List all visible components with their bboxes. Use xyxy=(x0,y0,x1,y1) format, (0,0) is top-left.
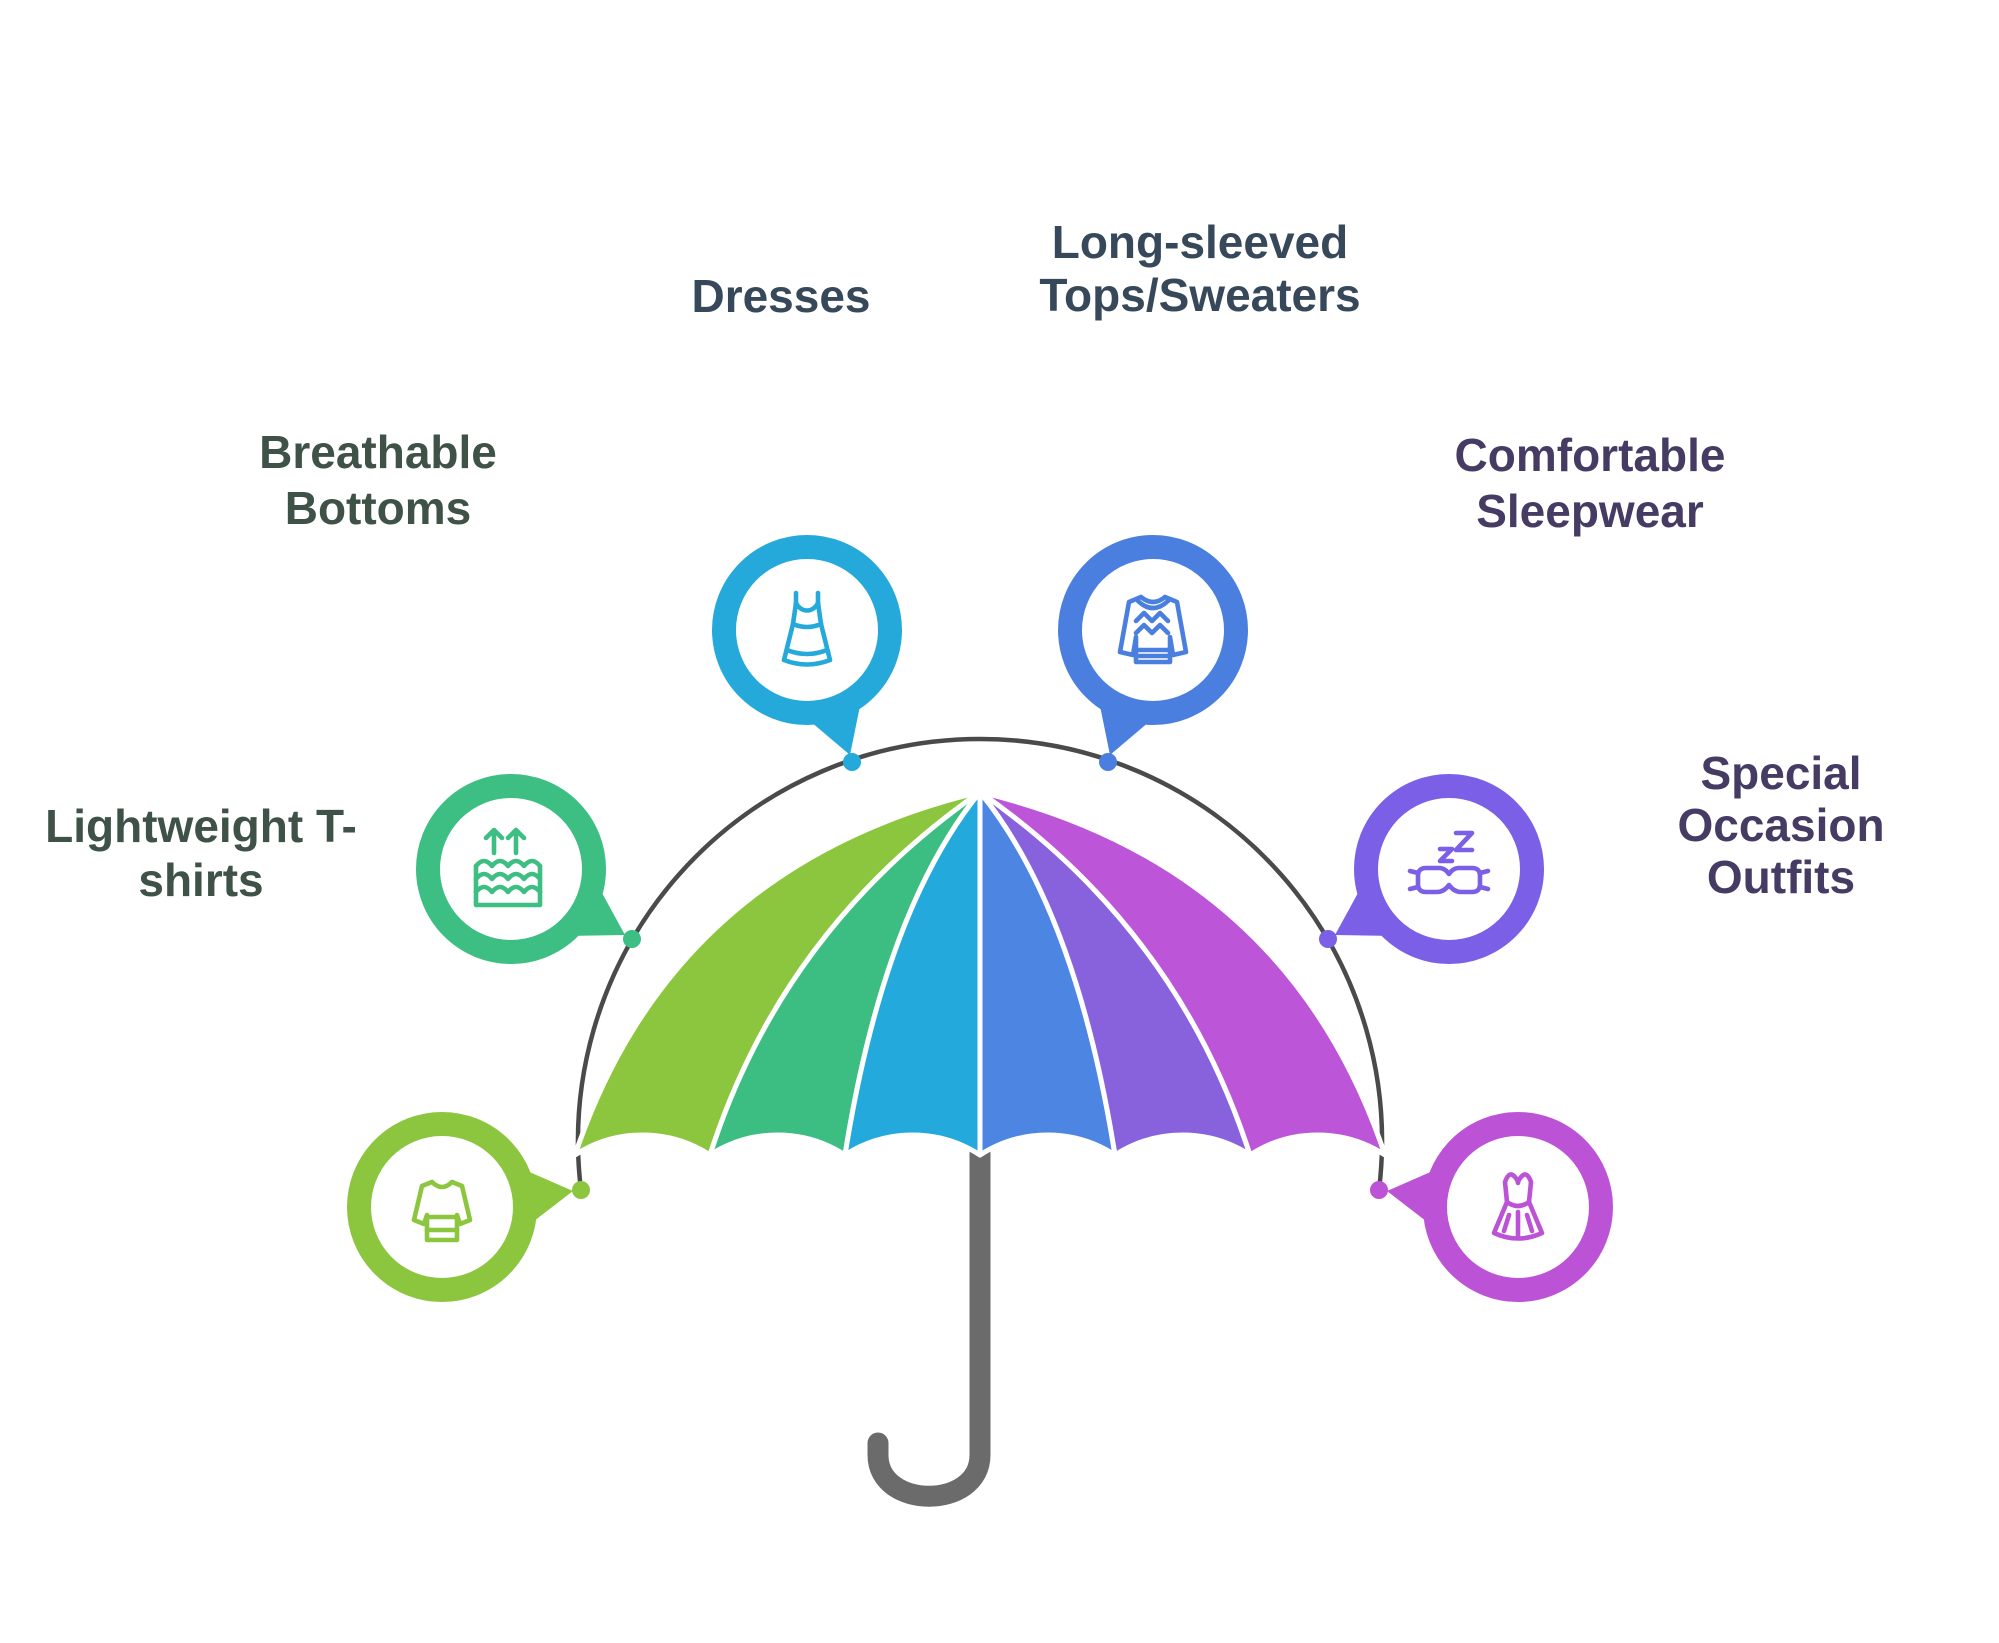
label-line: Special xyxy=(1700,747,1861,799)
dot-comfortable-sleepwear xyxy=(1319,930,1337,948)
label-line: shirts xyxy=(138,854,263,906)
umbrella-pole xyxy=(867,1139,991,1507)
bubble-lightweight-t-shirts xyxy=(347,1112,537,1302)
arc-dots xyxy=(572,753,1388,1199)
dot-breathable-bottoms xyxy=(623,930,641,948)
label-lightweight-t-shirts: Lightweight T- shirts xyxy=(45,800,357,906)
label-line: Sleepwear xyxy=(1476,485,1704,537)
bubble-comfortable-sleepwear xyxy=(1354,774,1544,964)
dress-icon xyxy=(781,590,833,667)
moisture-wicking-icon xyxy=(473,827,543,908)
dot-special-occasion xyxy=(1370,1181,1388,1199)
sleep-mask-icon xyxy=(1407,830,1491,895)
label-breathable-bottoms: Breathable Bottoms xyxy=(259,426,497,534)
label-comfortable-sleepwear: Comfortable Sleepwear xyxy=(1455,429,1726,537)
label-line: Comfortable xyxy=(1455,429,1726,481)
label-line: Bottoms xyxy=(285,482,472,534)
bubble-dresses xyxy=(712,535,902,725)
label-special-occasion: Special Occasion Outfits xyxy=(1677,747,1884,903)
label-long-sleeved: Long-sleeved Tops/Sweaters xyxy=(1039,216,1360,321)
label-dresses: Dresses xyxy=(691,270,870,322)
label-line: Outfits xyxy=(1707,851,1855,903)
dot-dresses xyxy=(843,753,861,771)
bubble-breathable-bottoms xyxy=(416,774,606,964)
node-labels: Lightweight T- shirts Breathable Bottoms… xyxy=(45,216,1884,906)
gown-icon xyxy=(1491,1172,1545,1241)
umbrella-canopy xyxy=(572,789,1388,1158)
canopy-panel-6 xyxy=(977,789,1388,1158)
tshirt-icon xyxy=(411,1179,473,1243)
bubble-rings xyxy=(347,535,1613,1302)
sweater-icon xyxy=(1117,594,1189,665)
connector-arc xyxy=(575,736,1385,1193)
label-line: Occasion xyxy=(1677,799,1884,851)
dot-lightweight-t-shirts xyxy=(572,1181,590,1199)
dot-long-sleeved xyxy=(1099,753,1117,771)
label-line: Dresses xyxy=(691,270,870,322)
label-line: Tops/Sweaters xyxy=(1039,269,1360,321)
label-line: Long-sleeved xyxy=(1052,216,1349,268)
label-line: Breathable xyxy=(259,426,497,478)
label-line: Lightweight T- xyxy=(45,800,357,852)
